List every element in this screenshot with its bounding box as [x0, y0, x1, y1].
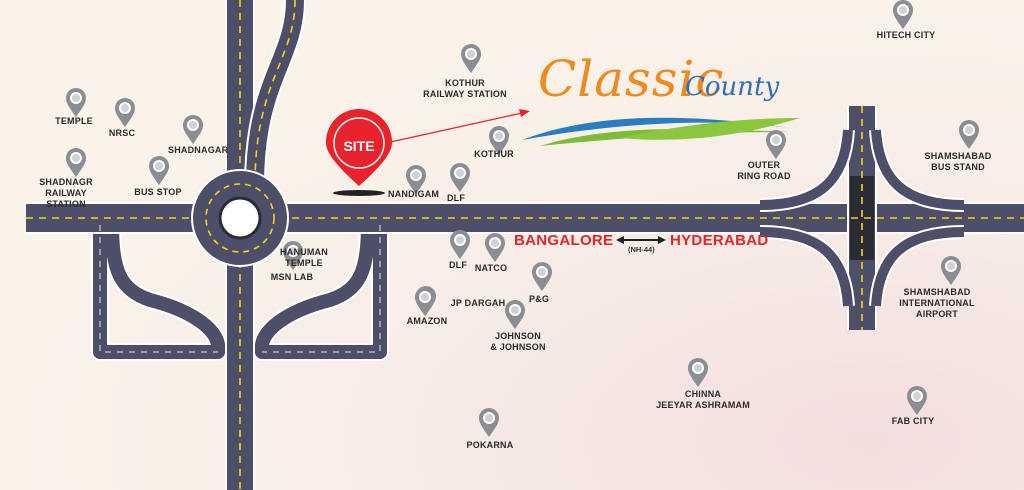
landmark-label-natco: NATCO — [474, 263, 508, 273]
landmark-label-jp-dargah: JP DARGAH — [450, 298, 506, 308]
map-pin-icon — [488, 126, 510, 156]
map-pin-icon — [449, 230, 471, 260]
site-pin — [326, 109, 392, 186]
landmark-label-temple: TEMPLE — [55, 116, 93, 126]
map-pin-icon — [478, 408, 500, 438]
map-pin-icon — [484, 233, 506, 263]
landmark-label-p-g: P&G — [528, 294, 550, 304]
site-pin-shadow — [333, 190, 385, 196]
map-pin-icon — [65, 88, 87, 118]
site-pointer-arrowhead — [519, 109, 530, 117]
logo-county: County — [685, 72, 780, 102]
map-pin-icon — [460, 44, 482, 74]
landmark-label-kothur: KOTHUR — [474, 149, 514, 159]
map-pin-icon — [906, 386, 928, 416]
map-pin-icon — [765, 130, 787, 160]
landmark-label-hitech-city: HITECH CITY — [876, 30, 936, 40]
map-pin-icon — [148, 156, 170, 186]
map-pin-icon — [405, 165, 427, 195]
landmark-label-outer-ring-road: OUTER RING ROAD — [737, 160, 791, 181]
service-loop-right — [252, 224, 389, 361]
logo-swoosh-leaf — [620, 118, 800, 140]
landmark-label-nrsc: NRSC — [108, 128, 136, 138]
map-pin-icon — [892, 0, 914, 30]
map-pin-icon — [414, 287, 436, 317]
landmark-label-pokarna: POKARNA — [466, 440, 514, 450]
map-pin-icon — [282, 241, 304, 271]
logo-swoosh-blue — [522, 117, 790, 140]
map-pin-icon — [504, 300, 526, 330]
site-pointer-line — [385, 112, 523, 144]
highway-bangalore: BANGALORE — [514, 232, 614, 249]
landmark-label-shamshabad-international-airport: SHAMSHABAD INTERNATIONAL AIRPORT — [899, 287, 975, 319]
logo-classic: Classic — [538, 50, 725, 108]
logo-swoosh-green — [540, 128, 790, 146]
landmark-label-fab-city: FAB CITY — [891, 416, 935, 426]
service-loop-left — [91, 224, 228, 361]
site-label: SITE — [343, 138, 375, 154]
map-pin-icon — [531, 262, 553, 292]
landmark-label-chinna-jeeyar-ashramam: CHINNA JEEYAR ASHRAMAM — [656, 389, 750, 410]
landmark-label-shadnagar: SHADNAGAR — [168, 145, 229, 155]
landmark-label-johnson-johnson: JOHNSON & JOHNSON — [490, 331, 546, 352]
map-pin-icon — [114, 98, 136, 128]
landmark-label-nandigam: NANDIGAM — [388, 189, 440, 199]
highway-hyderabad: HYDERABAD — [670, 232, 769, 249]
landmark-label-hanuman-temple: HANUMAN TEMPLE — [280, 247, 328, 268]
landmark-label-msn-lab: MSN LAB — [270, 272, 314, 282]
landmark-label-shamshabad-bus-stand: SHAMSHABAD BUS STAND — [924, 151, 992, 172]
highway-code: (NH-44) — [628, 245, 655, 254]
map-pin-icon — [65, 148, 87, 178]
map-pin-icon — [940, 256, 962, 286]
landmark-label-dlf: DLF — [448, 260, 468, 270]
landmark-label-dlf: DLF — [446, 193, 466, 203]
landmark-label-bus-stop: BUS STOP — [134, 187, 182, 197]
map-pin-icon — [958, 120, 980, 150]
map-pin-icon — [449, 163, 471, 193]
map-pin-icon — [182, 115, 204, 145]
landmark-label-shadnagr-railway-station: SHADNAGR RAILWAY STATION — [39, 177, 93, 209]
landmark-label-amazon: AMAZON — [406, 316, 448, 326]
map-pin-icon — [687, 358, 709, 388]
landmark-label-kothur-railway-station: KOTHUR RAILWAY STATION — [423, 78, 507, 99]
